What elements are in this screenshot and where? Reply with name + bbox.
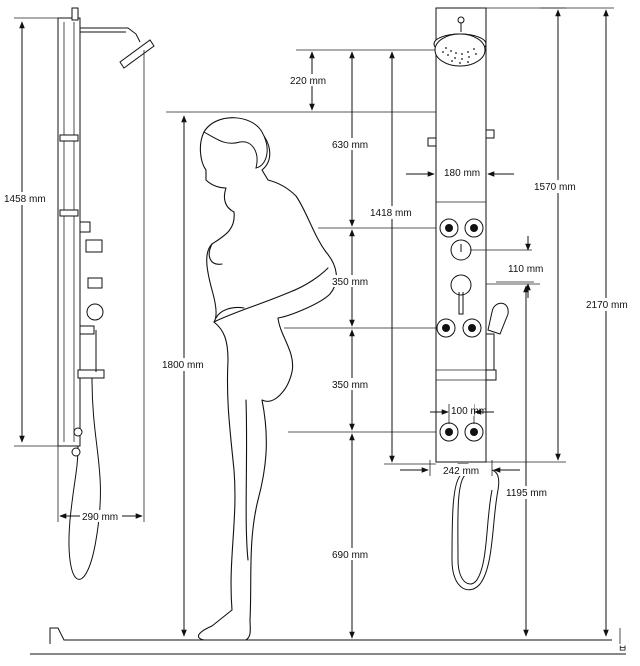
dim-690: 690 mm bbox=[332, 550, 368, 561]
dimension-left-height: 1458 mm bbox=[2, 17, 60, 447]
lower-body-jets bbox=[439, 422, 484, 442]
front-view-panel bbox=[427, 7, 509, 591]
dim-290: 290 mm bbox=[82, 512, 118, 523]
dimension-head-height: 1570 mm bbox=[486, 7, 582, 463]
hand-shower-icon bbox=[485, 302, 509, 381]
overhead-shower-head-icon bbox=[433, 16, 487, 67]
dimension-head-offset: 220 mm bbox=[286, 51, 332, 111]
dim-630: 630 mm bbox=[332, 140, 368, 151]
dimension-control-gap: 110 mm bbox=[470, 236, 552, 298]
dimension-total-height: 2170 mm bbox=[540, 7, 636, 637]
upper-body-jets bbox=[439, 218, 484, 238]
dim-220: 220 mm bbox=[290, 76, 326, 87]
dim-1570: 1570 mm bbox=[534, 182, 576, 193]
reference-lines bbox=[166, 49, 470, 433]
person-figure bbox=[197, 117, 337, 641]
dim-1800: 1800 mm bbox=[162, 360, 204, 371]
dim-1195: 1195 mm bbox=[506, 488, 547, 499]
dimension-jet-spacing: 100 mm bbox=[430, 404, 494, 424]
dim-350-lower: 350 mm bbox=[332, 380, 368, 391]
dim-1458: 1458 mm bbox=[4, 194, 46, 205]
mixer-lever-icon bbox=[450, 274, 472, 315]
dim-100: 100 mm bbox=[451, 406, 487, 417]
dimension-base-width: 242 mm bbox=[400, 460, 520, 477]
dimension-left-depth: 290 mm bbox=[57, 50, 145, 523]
dim-180: 180 mm bbox=[444, 168, 480, 179]
dimension-panel-width: 180 mm bbox=[406, 166, 514, 179]
middle-body-jets bbox=[436, 318, 482, 338]
dimension-person-height: 1800 mm bbox=[160, 115, 210, 637]
dimension-hand-shower-height: 1195 mm bbox=[496, 281, 554, 637]
dimension-jet-chain: 630 mm 350 mm 350 mm 690 mm bbox=[330, 51, 376, 639]
dim-242: 242 mm bbox=[443, 466, 479, 477]
diverter-knob-icon bbox=[450, 239, 472, 261]
floor-label-glyph: ㅂ bbox=[618, 644, 627, 655]
dim-1418: 1418 mm bbox=[370, 208, 412, 219]
floor-base: ㅂ bbox=[30, 627, 627, 655]
dim-2170: 2170 mm bbox=[586, 300, 628, 311]
side-view-panel bbox=[57, 7, 155, 580]
side-shower-head-icon bbox=[119, 33, 155, 69]
dim-110: 110 mm bbox=[508, 264, 543, 275]
dimension-upper-jets-height: 1418 mm bbox=[368, 51, 436, 465]
dim-350-upper: 350 mm bbox=[332, 277, 368, 288]
